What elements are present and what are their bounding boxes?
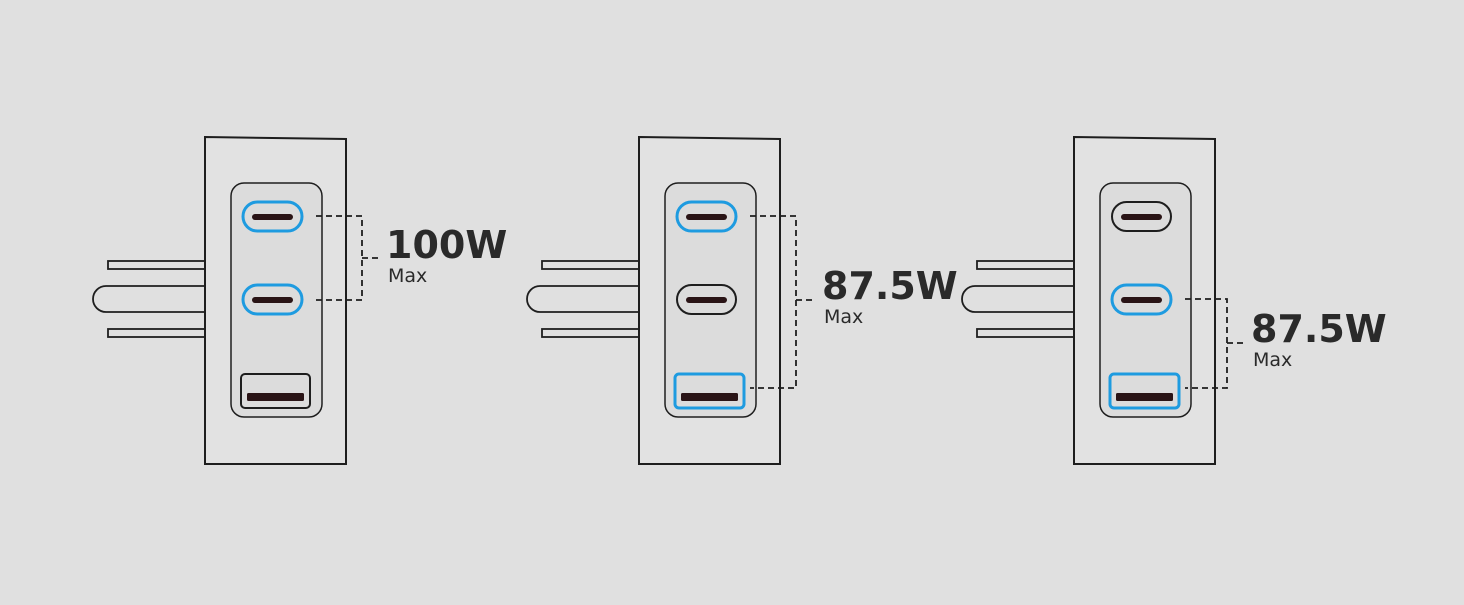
charger-3: 87.5W Max xyxy=(961,135,1387,465)
usb-a-port-slot xyxy=(1116,393,1173,401)
usb-c-port-slot xyxy=(1121,214,1162,220)
power-bracket xyxy=(316,215,382,301)
port-usb-c-2[interactable] xyxy=(241,283,304,316)
usb-a-port-slot xyxy=(247,393,304,401)
port-usb-a[interactable] xyxy=(1108,372,1181,410)
port-usb-c-1[interactable] xyxy=(241,200,304,233)
usb-a-port-slot xyxy=(681,393,738,401)
usb-c-port-slot xyxy=(686,297,727,303)
charger-1: 100W Max xyxy=(92,135,507,465)
port-usb-c-1[interactable] xyxy=(675,200,738,233)
wattage-label: 87.5W xyxy=(822,264,958,308)
port-usb-c-2[interactable] xyxy=(676,284,737,315)
usb-c-port-slot xyxy=(252,297,293,303)
port-usb-a[interactable] xyxy=(240,373,311,409)
charger-2: 87.5W Max xyxy=(526,135,958,465)
power-bracket xyxy=(1185,298,1247,389)
plug-ground-pin xyxy=(526,285,640,313)
plug-prongs xyxy=(92,260,207,338)
max-label: Max xyxy=(1253,349,1292,371)
wattage-label: 100W xyxy=(386,223,507,267)
usb-a-port-ring xyxy=(673,372,746,410)
plug-ground-pin xyxy=(961,285,1075,313)
port-usb-a[interactable] xyxy=(673,372,746,410)
usb-c-port-slot xyxy=(686,214,727,220)
usb-a-port-ring xyxy=(1108,372,1181,410)
power-bracket xyxy=(750,215,816,389)
wattage-label: 87.5W xyxy=(1251,307,1387,351)
port-usb-c-1[interactable] xyxy=(1111,201,1172,232)
plug-ground-pin xyxy=(92,285,206,313)
usb-a-port-ring xyxy=(240,373,311,409)
usb-c-port-slot xyxy=(1121,297,1162,303)
port-usb-c-2[interactable] xyxy=(1110,283,1173,316)
max-label: Max xyxy=(388,265,427,287)
max-label: Max xyxy=(824,306,863,328)
usb-c-port-slot xyxy=(252,214,293,220)
